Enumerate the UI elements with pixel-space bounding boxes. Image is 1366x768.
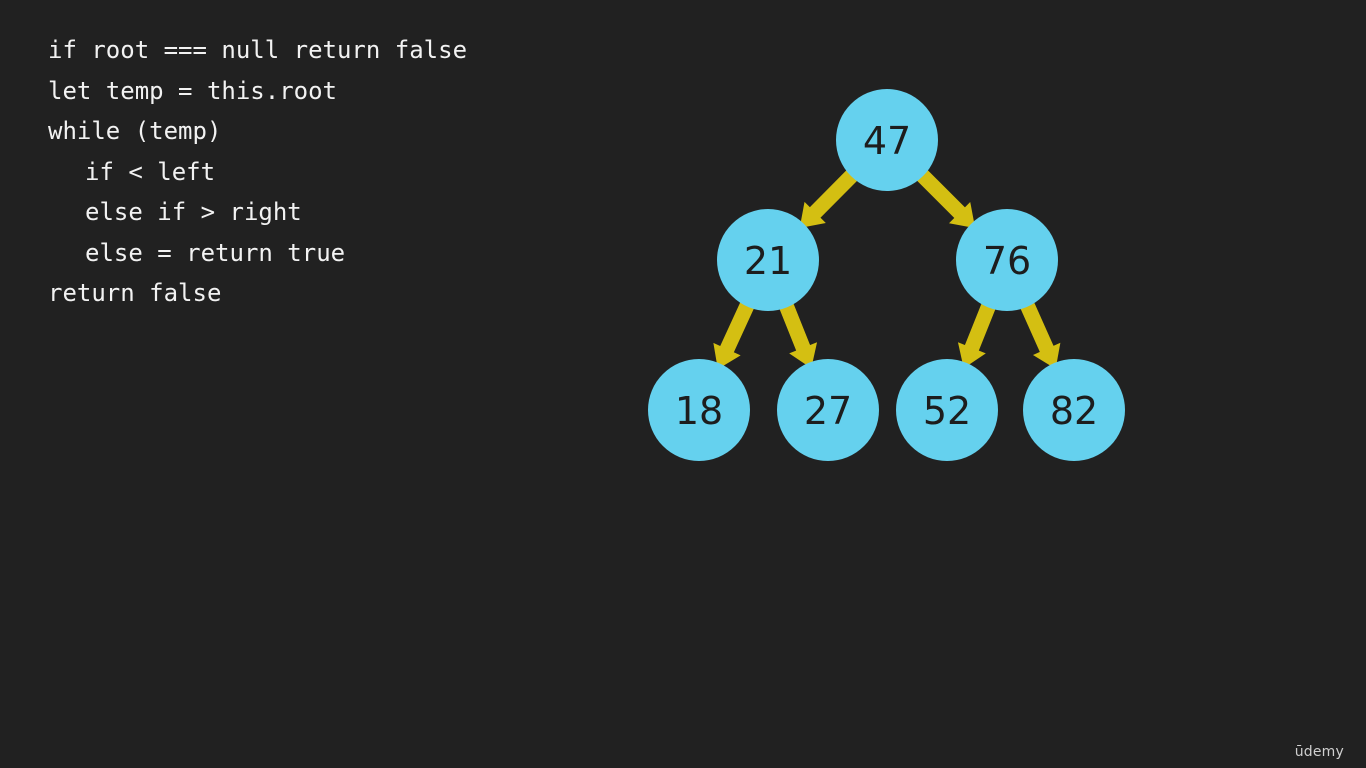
tree-node-82: 82: [1023, 359, 1125, 461]
node-label: 52: [923, 389, 971, 433]
edge-arrow: [1020, 301, 1061, 369]
tree-node-76: 76: [956, 209, 1058, 311]
node-label: 82: [1050, 389, 1098, 433]
tree-node-52: 52: [896, 359, 998, 461]
edge-arrow: [957, 302, 996, 369]
node-circle: [717, 209, 819, 311]
code-line: let temp = this.root: [48, 76, 337, 105]
arrowhead-icon: [799, 201, 826, 229]
code-block: if root === null return false let temp =…: [48, 30, 467, 314]
node-label: 21: [744, 239, 792, 283]
node-label: 27: [804, 389, 852, 433]
tree-node-21: 21: [717, 209, 819, 311]
edge-shaft: [719, 301, 755, 355]
node-circle: [1023, 359, 1125, 461]
node-circle: [896, 359, 998, 461]
node-circle: [777, 359, 879, 461]
tree-node-27: 27: [777, 359, 879, 461]
code-line: else = return true: [85, 238, 346, 267]
arrowhead-icon: [957, 342, 986, 369]
arrowhead-icon: [789, 342, 818, 369]
edge-shaft: [1020, 301, 1055, 354]
arrowhead-icon: [713, 342, 741, 370]
node-label: 76: [983, 239, 1031, 283]
tree-node-47: 47: [836, 89, 938, 191]
node-label: 47: [863, 119, 911, 163]
arrowhead-icon: [949, 202, 976, 229]
edge-arrow: [713, 301, 755, 370]
tree-node-18: 18: [648, 359, 750, 461]
code-line: while (temp): [48, 117, 222, 145]
edge-shaft: [916, 169, 967, 220]
udemy-logo: ūdemy: [1294, 744, 1344, 760]
node-circle: [836, 89, 938, 191]
node-label: 18: [675, 389, 723, 433]
tree-edges: [713, 169, 1061, 370]
tree-nodes: 47 21 76 18 27 52 82: [648, 89, 1125, 461]
code-line: if root === null return false: [48, 36, 468, 64]
edge-arrow: [916, 169, 976, 229]
edge-arrow: [799, 169, 858, 229]
edge-shaft: [808, 169, 858, 220]
edge-shaft: [964, 302, 996, 353]
code-line: else if > right: [85, 198, 302, 226]
code-line: return false: [48, 279, 222, 307]
arrowhead-icon: [1032, 342, 1061, 369]
node-circle: [956, 209, 1058, 311]
code-line: if < left: [85, 157, 216, 186]
edge-shaft: [779, 302, 811, 353]
edge-arrow: [779, 302, 818, 369]
node-circle: [648, 359, 750, 461]
